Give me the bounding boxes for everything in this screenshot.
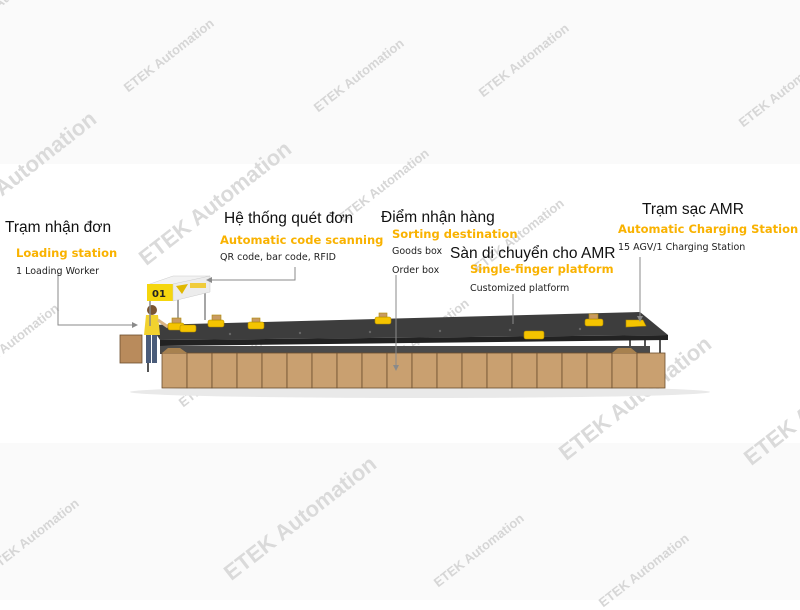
order-boxes-row <box>161 348 666 389</box>
station-sorting-detail-order-box: Order box <box>392 265 440 276</box>
amr-robot <box>523 330 545 340</box>
station-platform-title-vi: Sàn di chuyển cho AMR <box>450 245 616 262</box>
station-sorting-title-vi: Điểm nhận hàng <box>381 209 495 226</box>
amr-robot <box>584 313 604 327</box>
amr-robot <box>207 314 225 328</box>
kiosk-number: 01 <box>152 289 166 300</box>
station-sorting-detail-goods-box: Goods box <box>392 246 443 257</box>
station-sorting-title-en: Sorting destination <box>392 227 518 241</box>
top-background-band <box>0 0 800 164</box>
amr-robot <box>247 317 265 330</box>
station-scanning-title-en: Automatic code scanning <box>220 233 384 247</box>
bottom-background-band <box>0 443 800 600</box>
charging-station-pad <box>625 319 647 328</box>
station-scanning-detail: QR code, bar code, RFID <box>220 252 336 263</box>
amr-robots <box>167 312 647 340</box>
amr-robot <box>179 324 197 333</box>
station-platform-detail: Customized platform <box>470 283 570 294</box>
station-platform-title-en: Single-finger platform <box>470 262 614 276</box>
amr-robot <box>374 312 392 325</box>
leader-line-scanning <box>212 267 296 281</box>
station-charging-title-vi: Trạm sạc AMR <box>642 201 744 218</box>
station-charging-title-en: Automatic Charging Station <box>618 222 799 236</box>
station-loading-title-vi: Trạm nhận đơn <box>5 219 112 236</box>
station-scanning-title-vi: Hệ thống quét đơn <box>224 210 354 227</box>
station-loading-detail: 1 Loading Worker <box>16 266 100 277</box>
leader-line-loading <box>57 272 132 326</box>
station-loading-title-en: Loading station <box>16 246 118 260</box>
station-charging-detail: 15 AGV/1 Charging Station <box>618 242 746 253</box>
